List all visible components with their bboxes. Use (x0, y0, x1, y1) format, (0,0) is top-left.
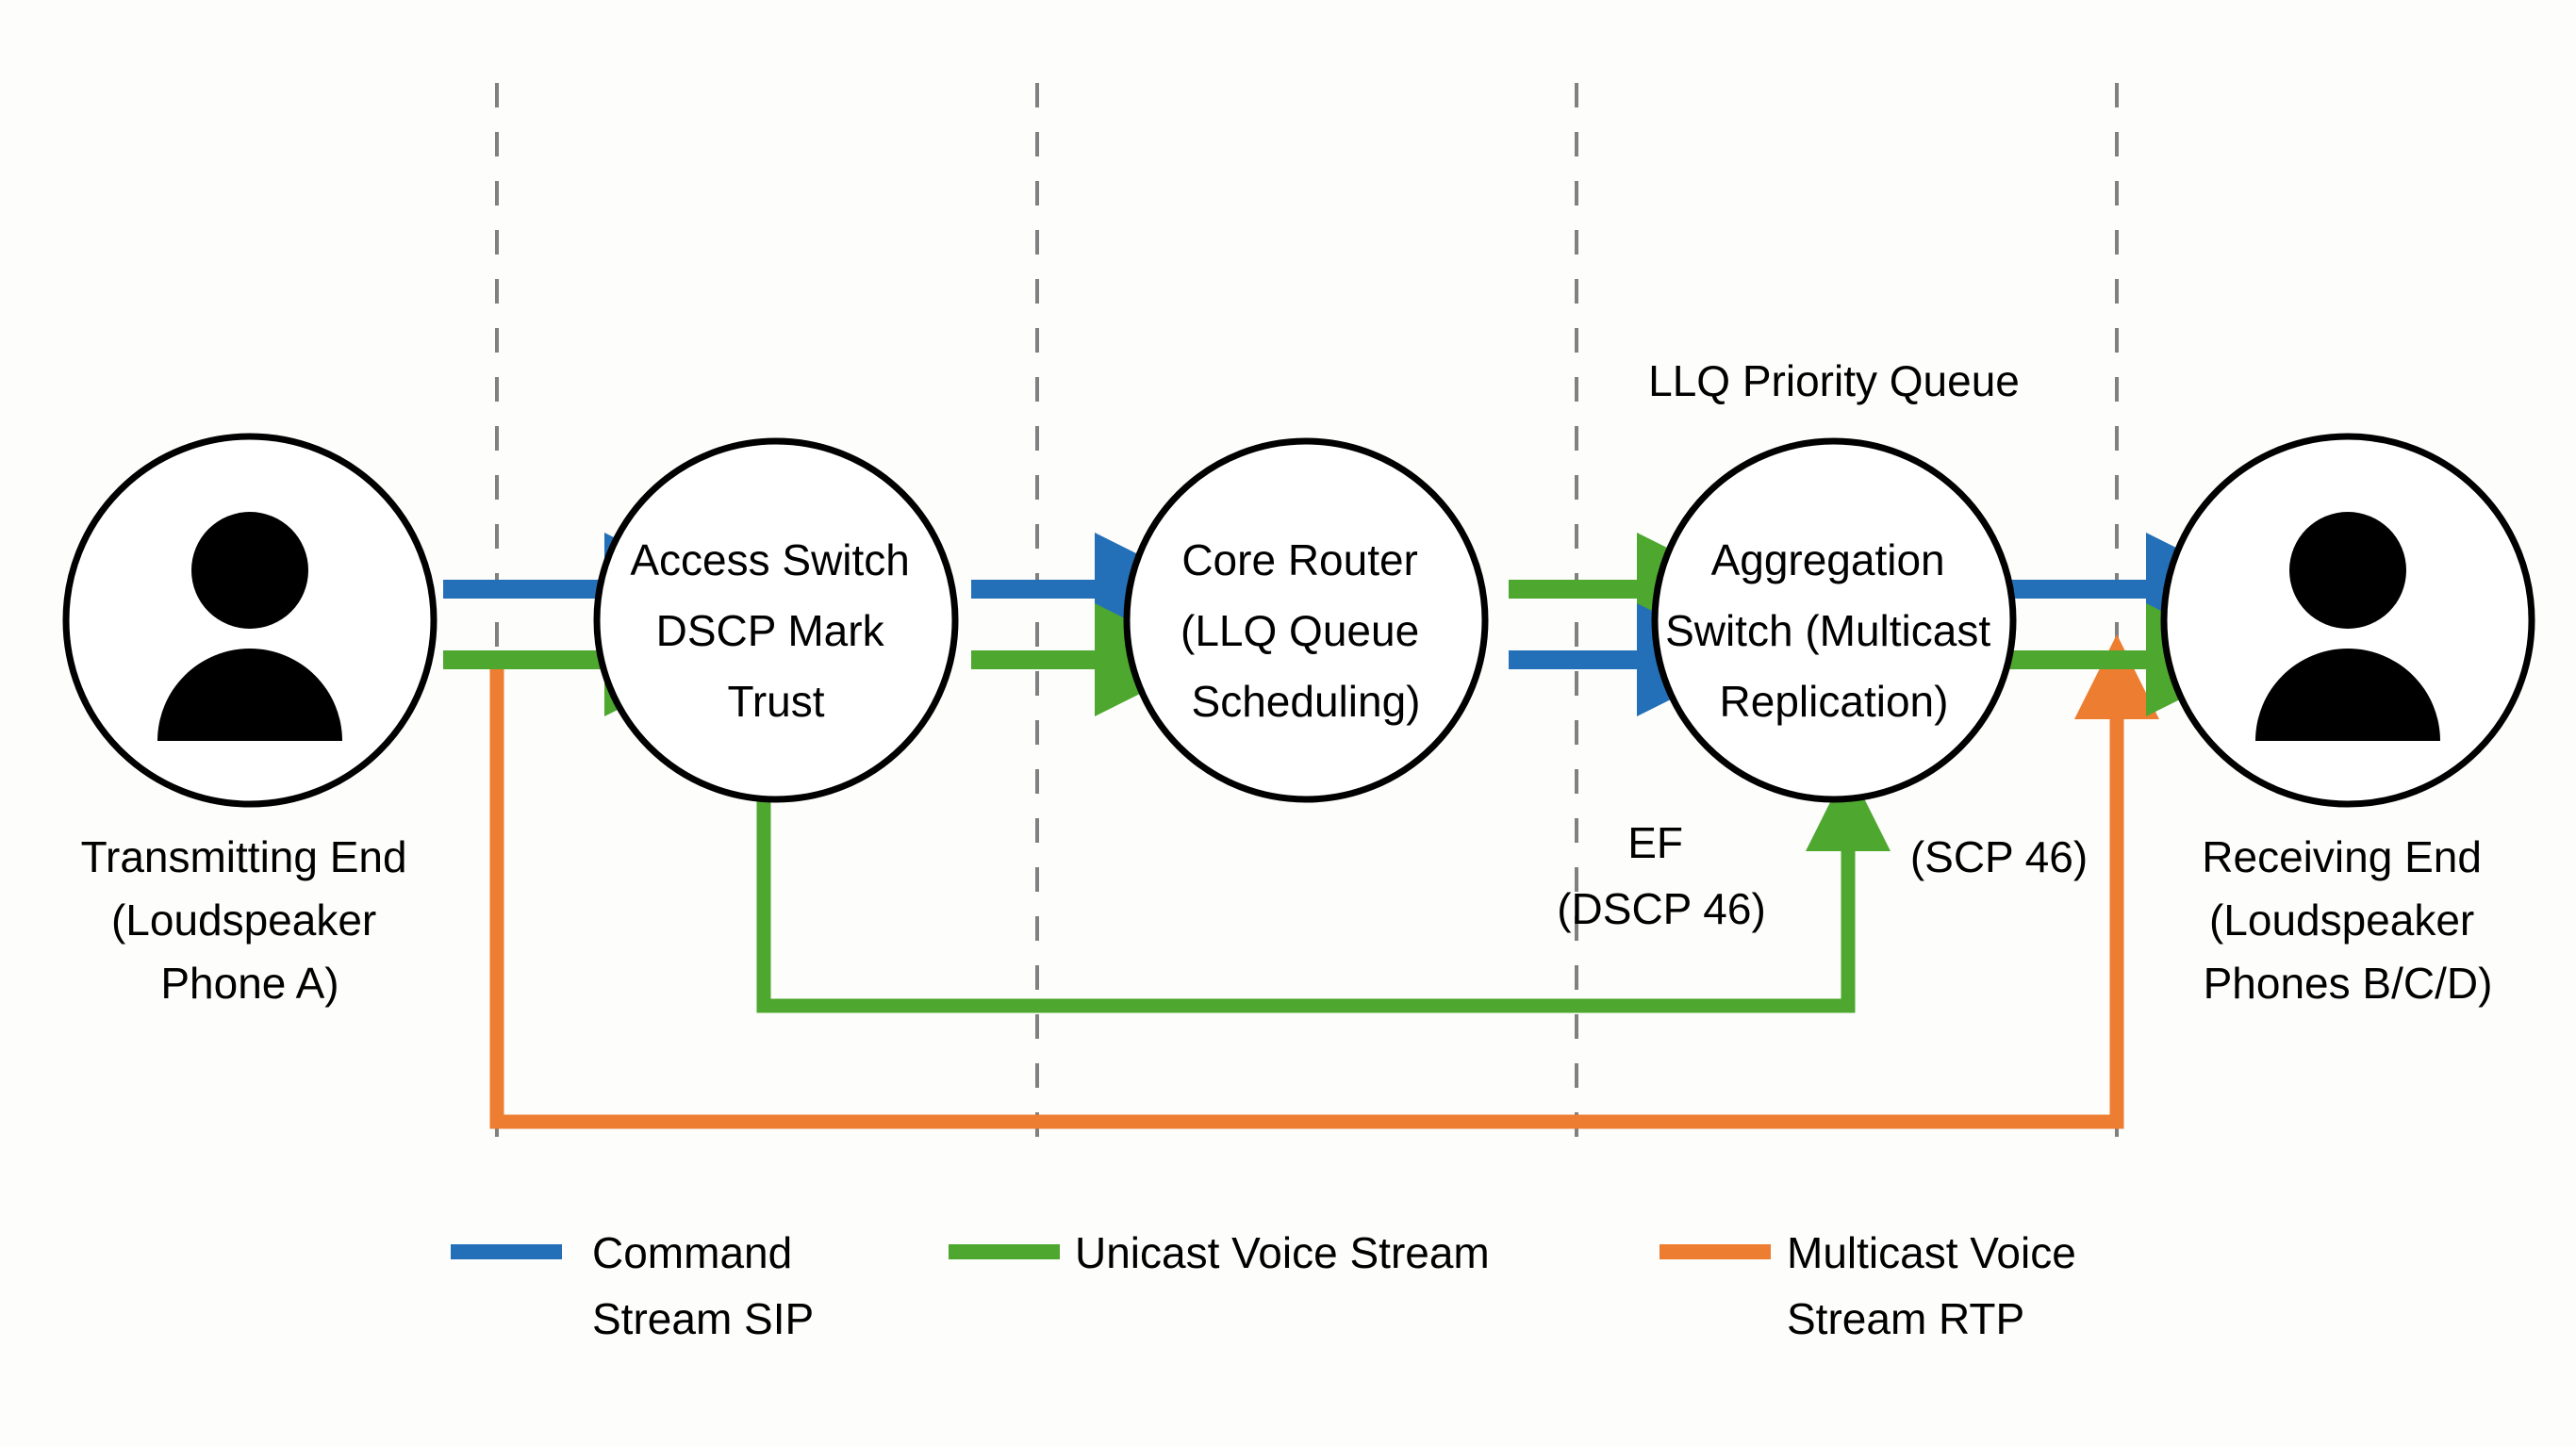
access-switch-circle (593, 437, 959, 803)
access-switch-label: Access Switch DSCP Mark Trust (630, 535, 921, 726)
node-transmitting-end[interactable]: Transmitting End (Loudspeaker Phone A) (62, 433, 438, 1008)
legend-item-command-stream-sip[interactable]: Command Stream SIP (451, 1228, 814, 1343)
legend-swatch-command-stream-sip (451, 1244, 562, 1259)
flow-unicast-voice-loop (756, 766, 1891, 1013)
flow-segment-aggregation-to-receive (2008, 533, 2259, 716)
ef-dscp-annotation: EF (DSCP 46) (1557, 818, 1766, 933)
node-label-line: Aggregation (1711, 535, 1945, 584)
caption-line: Transmitting End (81, 832, 407, 881)
legend-line: Multicast Voice (1787, 1228, 2076, 1277)
node-aggregation-switch[interactable]: Aggregation Switch (Multicast Replicatio… (1651, 437, 2017, 803)
node-label-line: Replication) (1720, 677, 1949, 726)
transmitting-end-caption: Transmitting End (Loudspeaker Phone A) (81, 832, 420, 1008)
node-label-line: Core Router (1181, 535, 1418, 584)
node-access-switch[interactable]: Access Switch DSCP Mark Trust (593, 437, 959, 803)
legend: Command Stream SIP Unicast Voice Stream … (451, 1228, 2089, 1343)
llq-priority-queue-annotation: LLQ Priority Queue (1648, 356, 2020, 405)
person-icon (2255, 512, 2440, 741)
node-label-line: Switch (Multicast (1665, 606, 1990, 655)
annotation-line: (DSCP 46) (1557, 884, 1766, 933)
flow-multicast-voice-stream-rtp (489, 634, 2159, 1129)
receiving-end-caption: Receiving End (Loudspeaker Phones B/C/D) (2202, 832, 2493, 1008)
legend-label-multicast-voice-stream-rtp: Multicast Voice Stream RTP (1787, 1228, 2089, 1343)
person-icon (157, 512, 342, 741)
legend-swatch-unicast-voice-stream (949, 1244, 1060, 1259)
unicast-loop-path (756, 766, 1891, 1013)
node-label-line: DSCP Mark (656, 606, 885, 655)
node-receiving-end[interactable]: Receiving End (Loudspeaker Phones B/C/D) (2160, 433, 2535, 1008)
legend-item-multicast-voice-stream-rtp[interactable]: Multicast Voice Stream RTP (1660, 1228, 2089, 1343)
legend-label-command-stream-sip: Command Stream SIP (592, 1228, 814, 1343)
caption-line: Phone A) (160, 959, 339, 1008)
flow-segment-transmit-to-access (443, 533, 718, 716)
node-label-line: Trust (727, 677, 824, 726)
caption-line: (Loudspeaker (2209, 896, 2474, 945)
legend-line: Command (592, 1228, 792, 1277)
scp-46-annotation: (SCP 46) (1910, 832, 2088, 881)
caption-line: Phones B/C/D) (2204, 959, 2493, 1008)
core-router-circle (1123, 437, 1489, 803)
node-label-line: Access Switch (630, 535, 910, 584)
multicast-path (489, 634, 2159, 1129)
caption-line: Receiving End (2202, 832, 2482, 881)
aggregation-switch-label: Aggregation Switch (Multicast Replicatio… (1665, 535, 2003, 726)
aggregation-switch-circle (1651, 437, 2017, 803)
flow-segment-core-to-aggregation (1509, 533, 1750, 716)
legend-item-unicast-voice-stream[interactable]: Unicast Voice Stream (949, 1228, 1490, 1277)
legend-line: Stream SIP (592, 1294, 814, 1343)
node-label-line: Scheduling) (1192, 677, 1421, 726)
flow-segment-access-to-core (971, 533, 1208, 716)
node-core-router[interactable]: Core Router (LLQ Queue Scheduling) (1123, 437, 1489, 803)
caption-line: (Loudspeaker (111, 896, 376, 945)
legend-line: Stream RTP (1787, 1294, 2024, 1343)
node-label-line: (LLQ Queue (1181, 606, 1419, 655)
legend-swatch-multicast-voice-stream-rtp (1660, 1244, 1771, 1259)
annotation-line: EF (1627, 818, 1683, 867)
core-router-label: Core Router (LLQ Queue Scheduling) (1181, 535, 1431, 726)
legend-label-unicast-voice-stream: Unicast Voice Stream (1075, 1228, 1490, 1277)
